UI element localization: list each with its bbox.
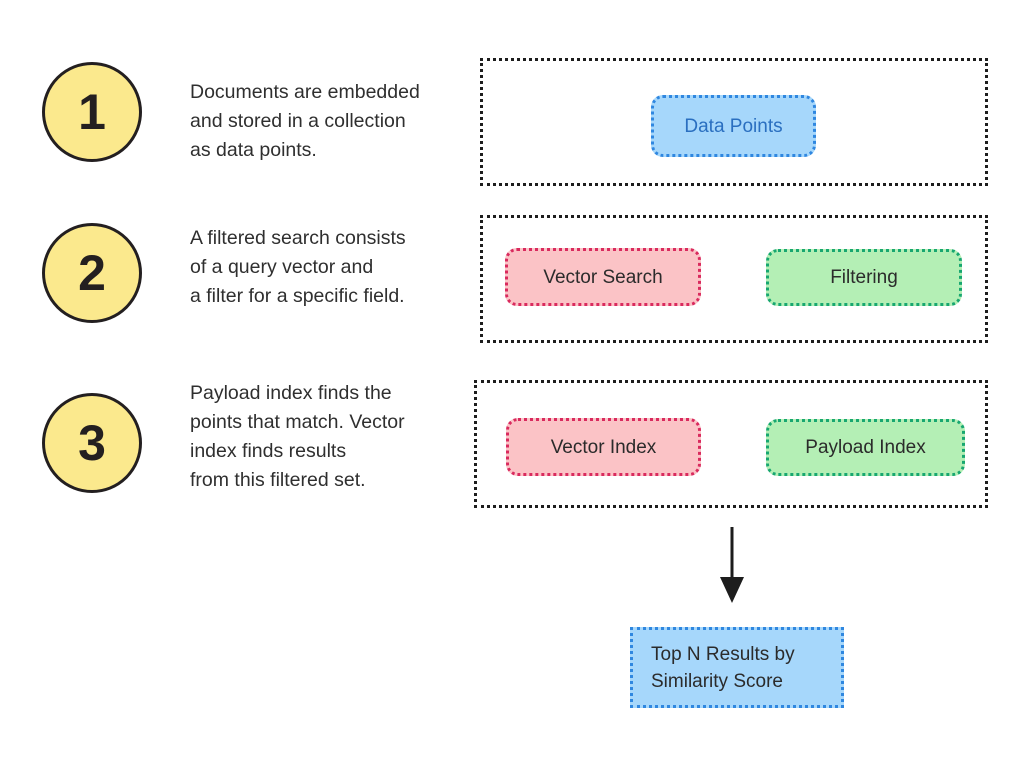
step-2-number: 2 <box>78 245 106 301</box>
node-vector-index-label: Vector Index <box>550 436 657 458</box>
node-vector-search[interactable]: Vector Search <box>505 248 701 306</box>
node-vector-search-label: Vector Search <box>543 266 663 288</box>
step-1-number: 1 <box>78 84 106 140</box>
step-3-number: 3 <box>78 415 106 471</box>
step-1-description: Documents are embedded and stored in a c… <box>190 81 420 161</box>
node-filtering-label: Filtering <box>830 267 898 288</box>
step-3-badge: 3 <box>42 393 142 493</box>
node-vector-index[interactable]: Vector Index <box>506 418 701 476</box>
node-data-points-label: Data Points <box>684 115 783 137</box>
step-2-badge: 2 <box>42 223 142 323</box>
node-filtering[interactable]: Filtering <box>766 249 962 306</box>
step-1-badge: 1 <box>42 62 142 162</box>
node-top-n-results[interactable]: Top N Results by Similarity Score <box>630 627 844 708</box>
node-payload-index-label: Payload Index <box>805 437 926 458</box>
down-arrow-icon <box>720 527 744 603</box>
node-payload-index[interactable]: Payload Index <box>766 419 965 476</box>
step-3-description: Payload index finds the points that matc… <box>190 382 405 491</box>
step-2-description: A filtered search consists of a query ve… <box>190 227 406 307</box>
node-top-n-results-label: Top N Results by Similarity Score <box>651 643 795 692</box>
node-data-points[interactable]: Data Points <box>651 95 816 157</box>
